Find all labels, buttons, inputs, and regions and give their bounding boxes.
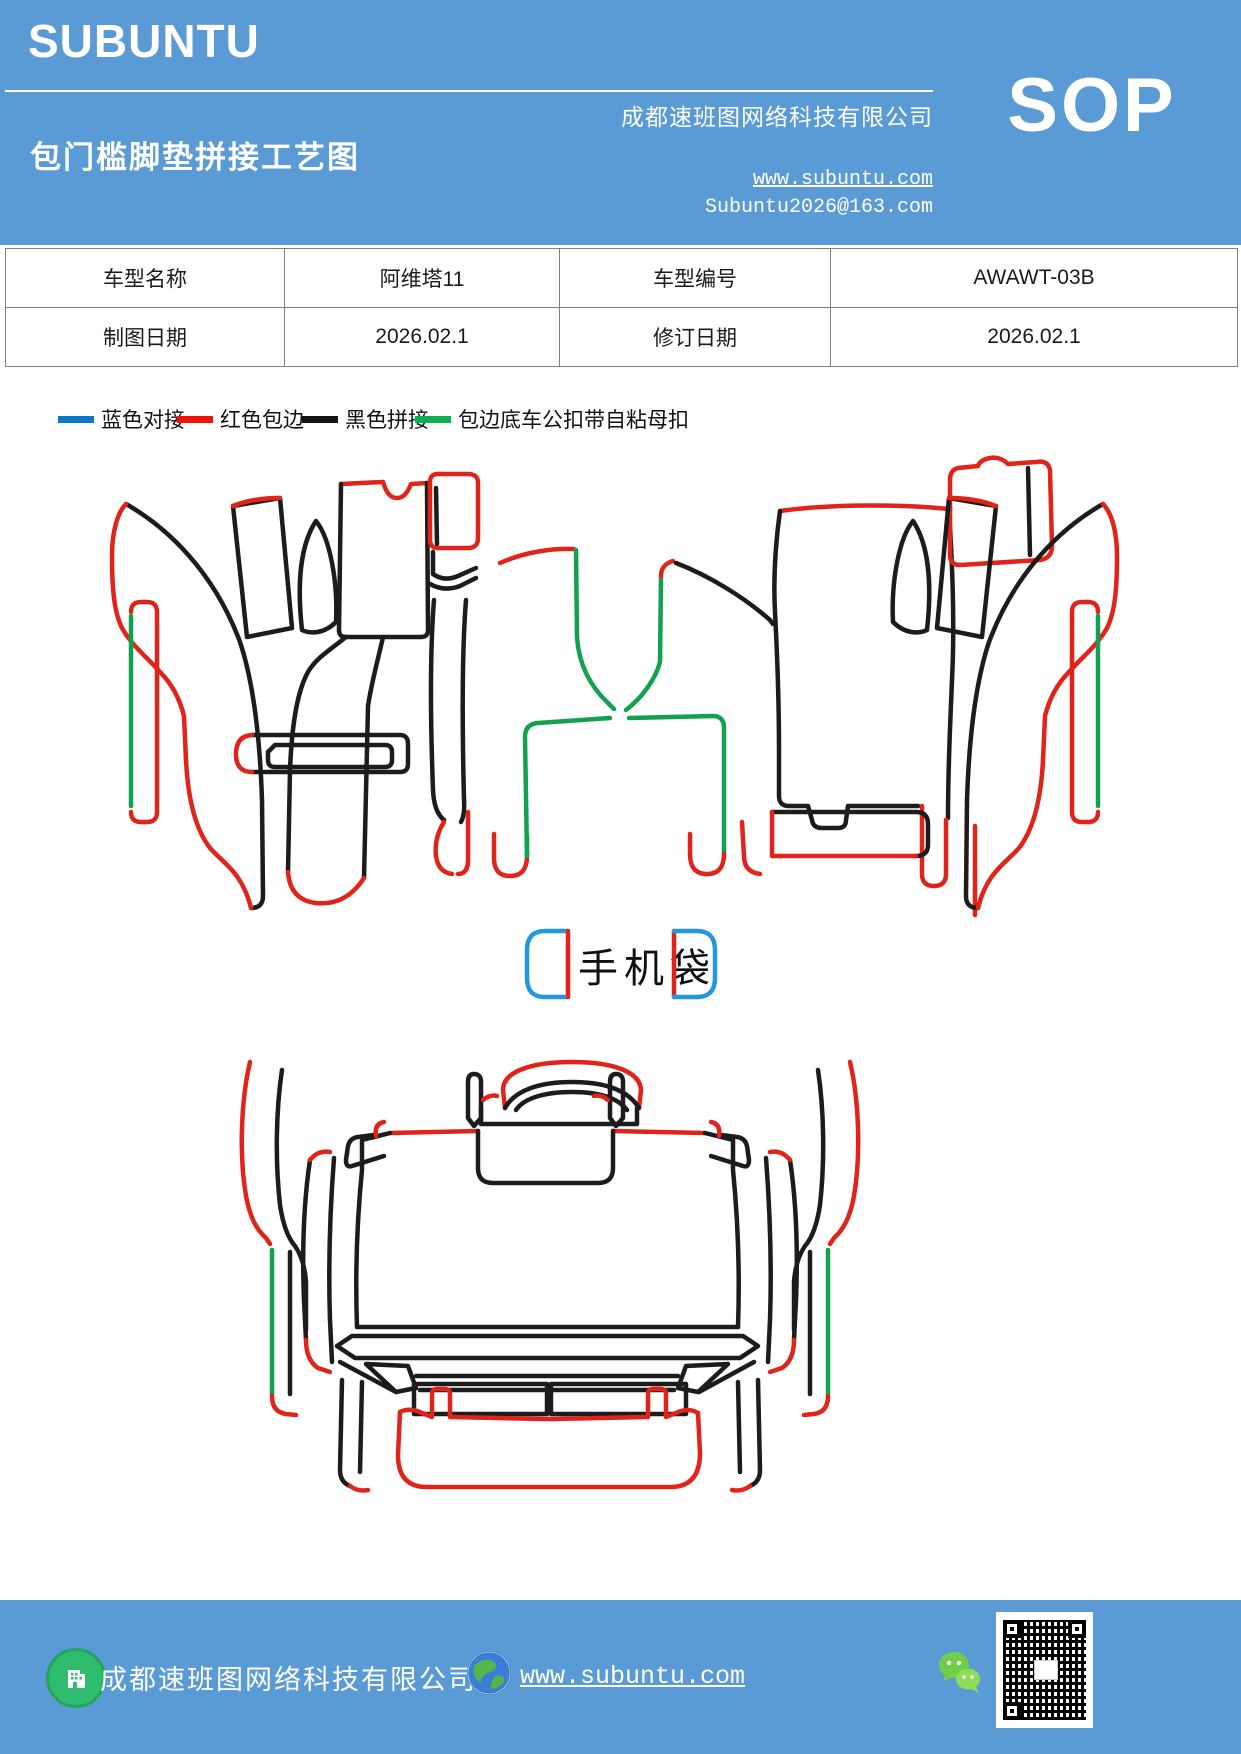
color-legend: 蓝色对接 红色包边 黑色拼接 包边底车公扣带自粘母扣 xyxy=(0,404,1241,434)
front-left-mat-group xyxy=(109,471,481,911)
blue-line-swatch xyxy=(58,415,94,423)
table-row: 制图日期 2026.02.1 修订日期 2026.02.1 xyxy=(6,307,1237,366)
vehicle-info-table: 车型名称 阿维塔11 车型编号 AWAWT-03B 制图日期 2026.02.1… xyxy=(5,248,1238,367)
brand-logo: SUBUNTU xyxy=(28,15,260,67)
legend-item-red: 红色包边 xyxy=(177,404,304,434)
cell-revise-date-value: 2026.02.1 xyxy=(987,325,1081,348)
sop-label: SOP xyxy=(1007,63,1177,148)
legend-item-black: 黑色拼接 xyxy=(302,404,429,434)
footer-banner: 成都速班图网络科技有限公司 www.subuntu.com xyxy=(0,1600,1241,1754)
cell-draw-date-label: 制图日期 xyxy=(6,308,285,366)
cell-draw-date-value: 2026.02.1 xyxy=(285,308,560,366)
legend-label: 黑色拼接 xyxy=(345,409,429,432)
cell-revise-date-label: 修订日期 xyxy=(560,308,831,366)
table-row: 车型名称 阿维塔11 车型编号 AWAWT-03B xyxy=(6,249,1237,307)
qr-center-logo xyxy=(1034,1660,1058,1680)
legend-item-blue: 蓝色对接 xyxy=(58,404,185,434)
cell-model-name-label: 车型名称 xyxy=(6,249,285,307)
rear-mat-group xyxy=(239,1059,761,1493)
footer-website-link[interactable]: www.subuntu.com xyxy=(520,1662,746,1691)
header-website-link[interactable]: www.subuntu.com xyxy=(752,168,933,191)
qr-code xyxy=(996,1612,1093,1728)
cell-model-code-label: 车型编号 xyxy=(560,249,831,307)
globe-icon xyxy=(466,1650,512,1701)
header-divider xyxy=(5,90,933,92)
cell-model-code-value: AWAWT-03B xyxy=(973,266,1095,289)
front-right-sill-group xyxy=(890,495,1120,911)
legend-label: 蓝色对接 xyxy=(101,409,185,432)
center-tunnel-piece xyxy=(491,546,776,879)
red-line-swatch xyxy=(177,415,213,423)
legend-label: 包边底车公扣带自粘母扣 xyxy=(458,409,689,432)
header-email: Subuntu2026@163.com xyxy=(704,196,933,219)
legend-item-green: 包边底车公扣带自粘母扣 xyxy=(415,404,689,434)
header-company-name: 成都速班图网络科技有限公司 xyxy=(621,104,933,130)
black-line-swatch xyxy=(302,415,338,423)
mat-stitching-diagram: 手机袋 xyxy=(109,455,1120,1493)
page-title: 包门槛脚垫拼接工艺图 xyxy=(30,140,360,175)
footer-company-name: 成都速班图网络科技有限公司 xyxy=(100,1665,477,1695)
front-right-mat xyxy=(769,455,1055,918)
header-banner: SUBUNTU 包门槛脚垫拼接工艺图 成都速班图网络科技有限公司 www.sub… xyxy=(0,0,1241,245)
legend-label: 红色包边 xyxy=(220,409,304,432)
rear-right-strips xyxy=(729,1059,861,1493)
phone-bag: 手机袋 xyxy=(524,928,718,1000)
phone-bag-label: 手机袋 xyxy=(578,947,716,991)
building-icon xyxy=(46,1648,106,1708)
green-line-swatch xyxy=(415,415,451,423)
wechat-icon xyxy=(935,1648,987,1705)
cell-model-name-value: 阿维塔11 xyxy=(285,249,560,307)
